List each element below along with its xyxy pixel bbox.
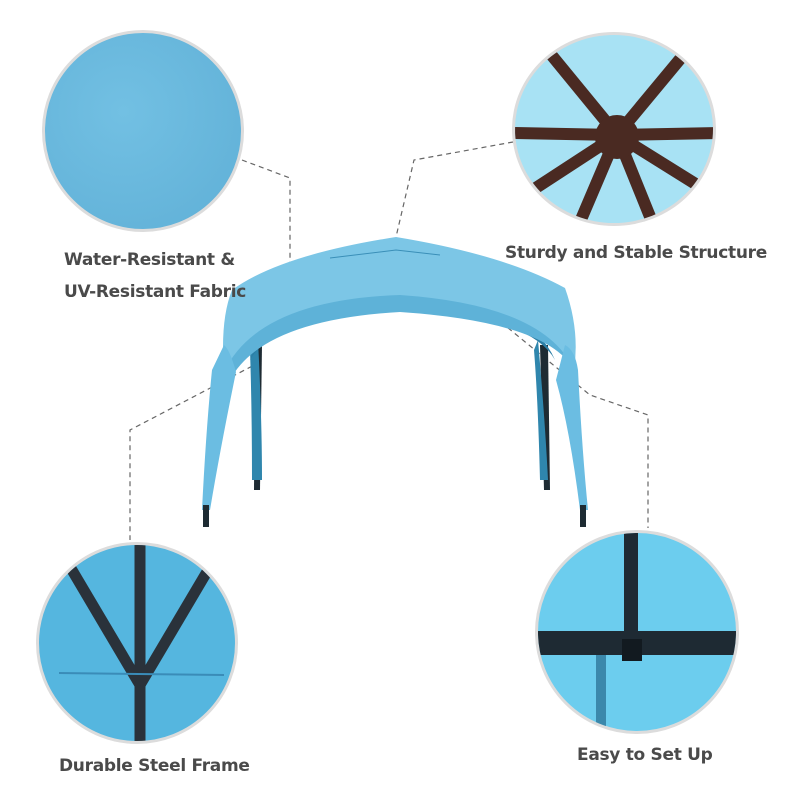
- frame-closeup-circle: [36, 542, 238, 744]
- setup-closeup-circle: [535, 530, 739, 734]
- connector-structure: [395, 141, 514, 238]
- quick-setup-bracket-icon: [538, 533, 736, 731]
- fabric-closeup-circle: [42, 30, 244, 232]
- connector-setup: [479, 304, 649, 528]
- setup-feature-label: Easy to Set Up: [577, 745, 713, 765]
- structure-closeup-circle: [512, 32, 716, 226]
- frame-feature-label: Durable Steel Frame: [59, 756, 250, 776]
- fabric-feature-label: Water-Resistant & UV-Resistant Fabric: [64, 250, 247, 302]
- steel-frame-joint-icon: [58, 545, 225, 741]
- frame-hub-icon: [515, 35, 713, 223]
- structure-feature-label: Sturdy and Stable Structure: [505, 243, 767, 263]
